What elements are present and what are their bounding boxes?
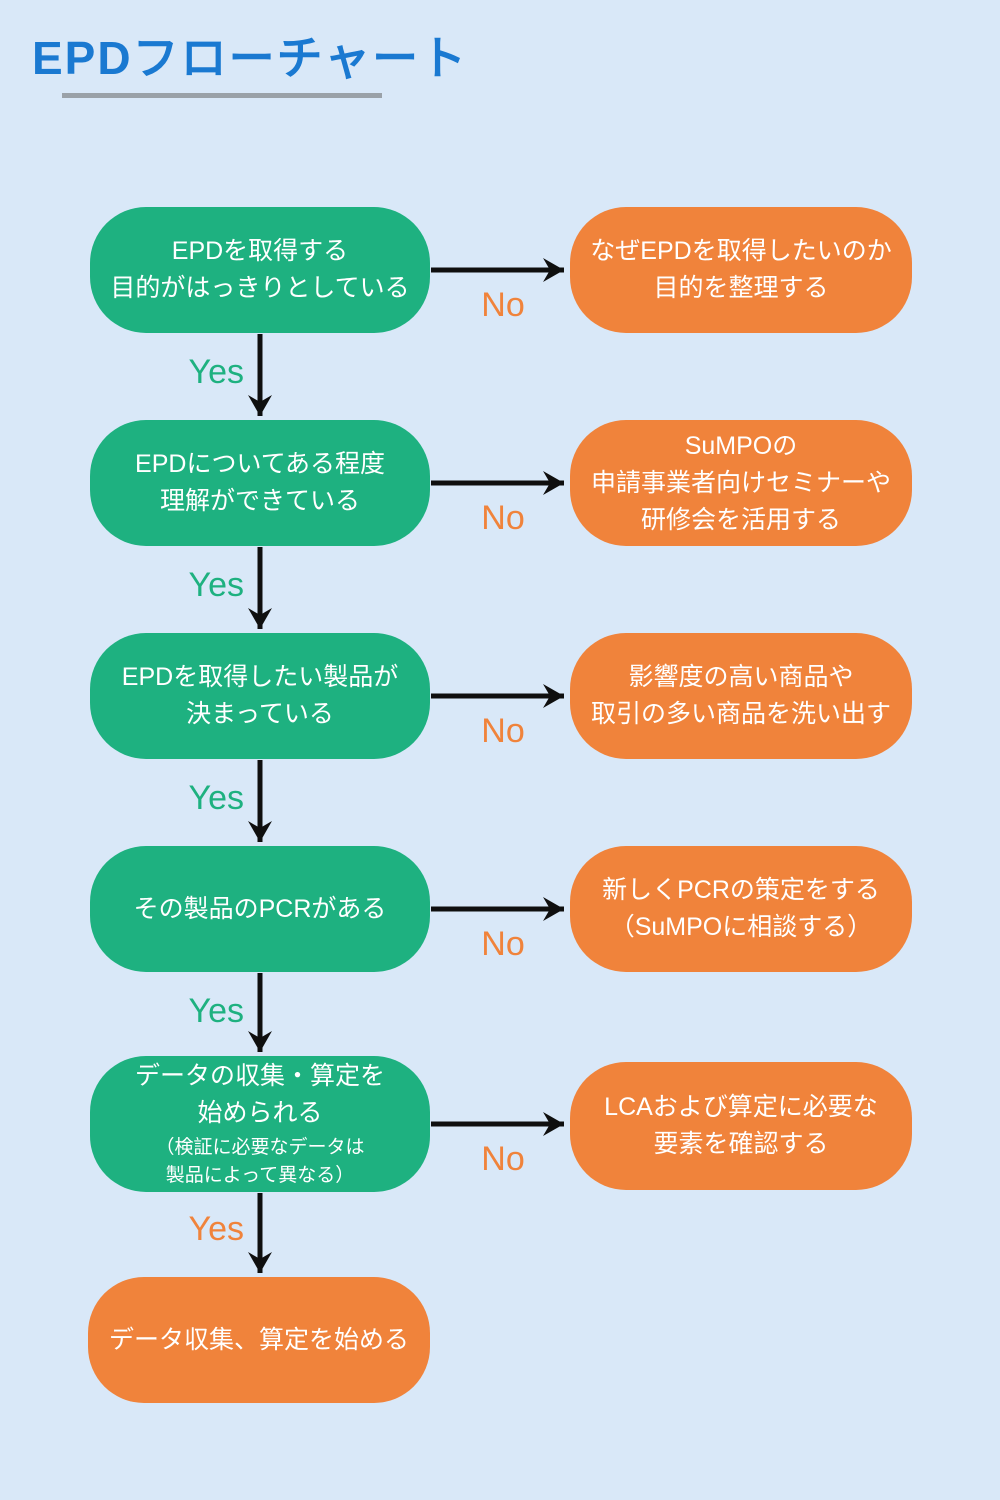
question-box-2: EPDについてある程度 理解ができている bbox=[90, 420, 430, 546]
question-box-1: EPDを取得する 目的がはっきりとしている bbox=[90, 207, 430, 333]
question-note: （検証に必要なデータは 製品によって異なる） bbox=[155, 1137, 365, 1186]
question-text: データの収集・算定を 始められる bbox=[134, 1062, 385, 1127]
yes-label-5: Yes bbox=[188, 1210, 244, 1248]
yes-label-2: Yes bbox=[188, 566, 244, 604]
no-label-4: No bbox=[481, 925, 525, 963]
no-label-1: No bbox=[481, 286, 525, 324]
no-label-5: No bbox=[481, 1140, 525, 1178]
question-box-5: データの収集・算定を 始められる （検証に必要なデータは 製品によって異なる） bbox=[90, 1056, 430, 1192]
yes-label-3: Yes bbox=[188, 779, 244, 817]
no-action-box-5: LCAおよび算定に必要な 要素を確認する bbox=[570, 1062, 912, 1190]
no-label-2: No bbox=[481, 499, 525, 537]
final-box: データ収集、算定を始める bbox=[88, 1277, 430, 1403]
question-box-3: EPDを取得したい製品が 決まっている bbox=[90, 633, 430, 759]
page-title: EPDフローチャート bbox=[32, 32, 469, 84]
no-action-box-1: なぜEPDを取得したいのか 目的を整理する bbox=[570, 207, 912, 333]
no-action-box-4: 新しくPCRの策定をする （SuMPOに相談する） bbox=[570, 846, 912, 972]
question-box-4: その製品のPCRがある bbox=[90, 846, 430, 972]
yes-label-4: Yes bbox=[188, 992, 244, 1030]
title-underline bbox=[62, 93, 382, 98]
yes-label-1: Yes bbox=[188, 353, 244, 391]
no-action-box-3: 影響度の高い商品や 取引の多い商品を洗い出す bbox=[570, 633, 912, 759]
no-action-box-2: SuMPOの 申請事業者向けセミナーや 研修会を活用する bbox=[570, 420, 912, 546]
no-label-3: No bbox=[481, 712, 525, 750]
